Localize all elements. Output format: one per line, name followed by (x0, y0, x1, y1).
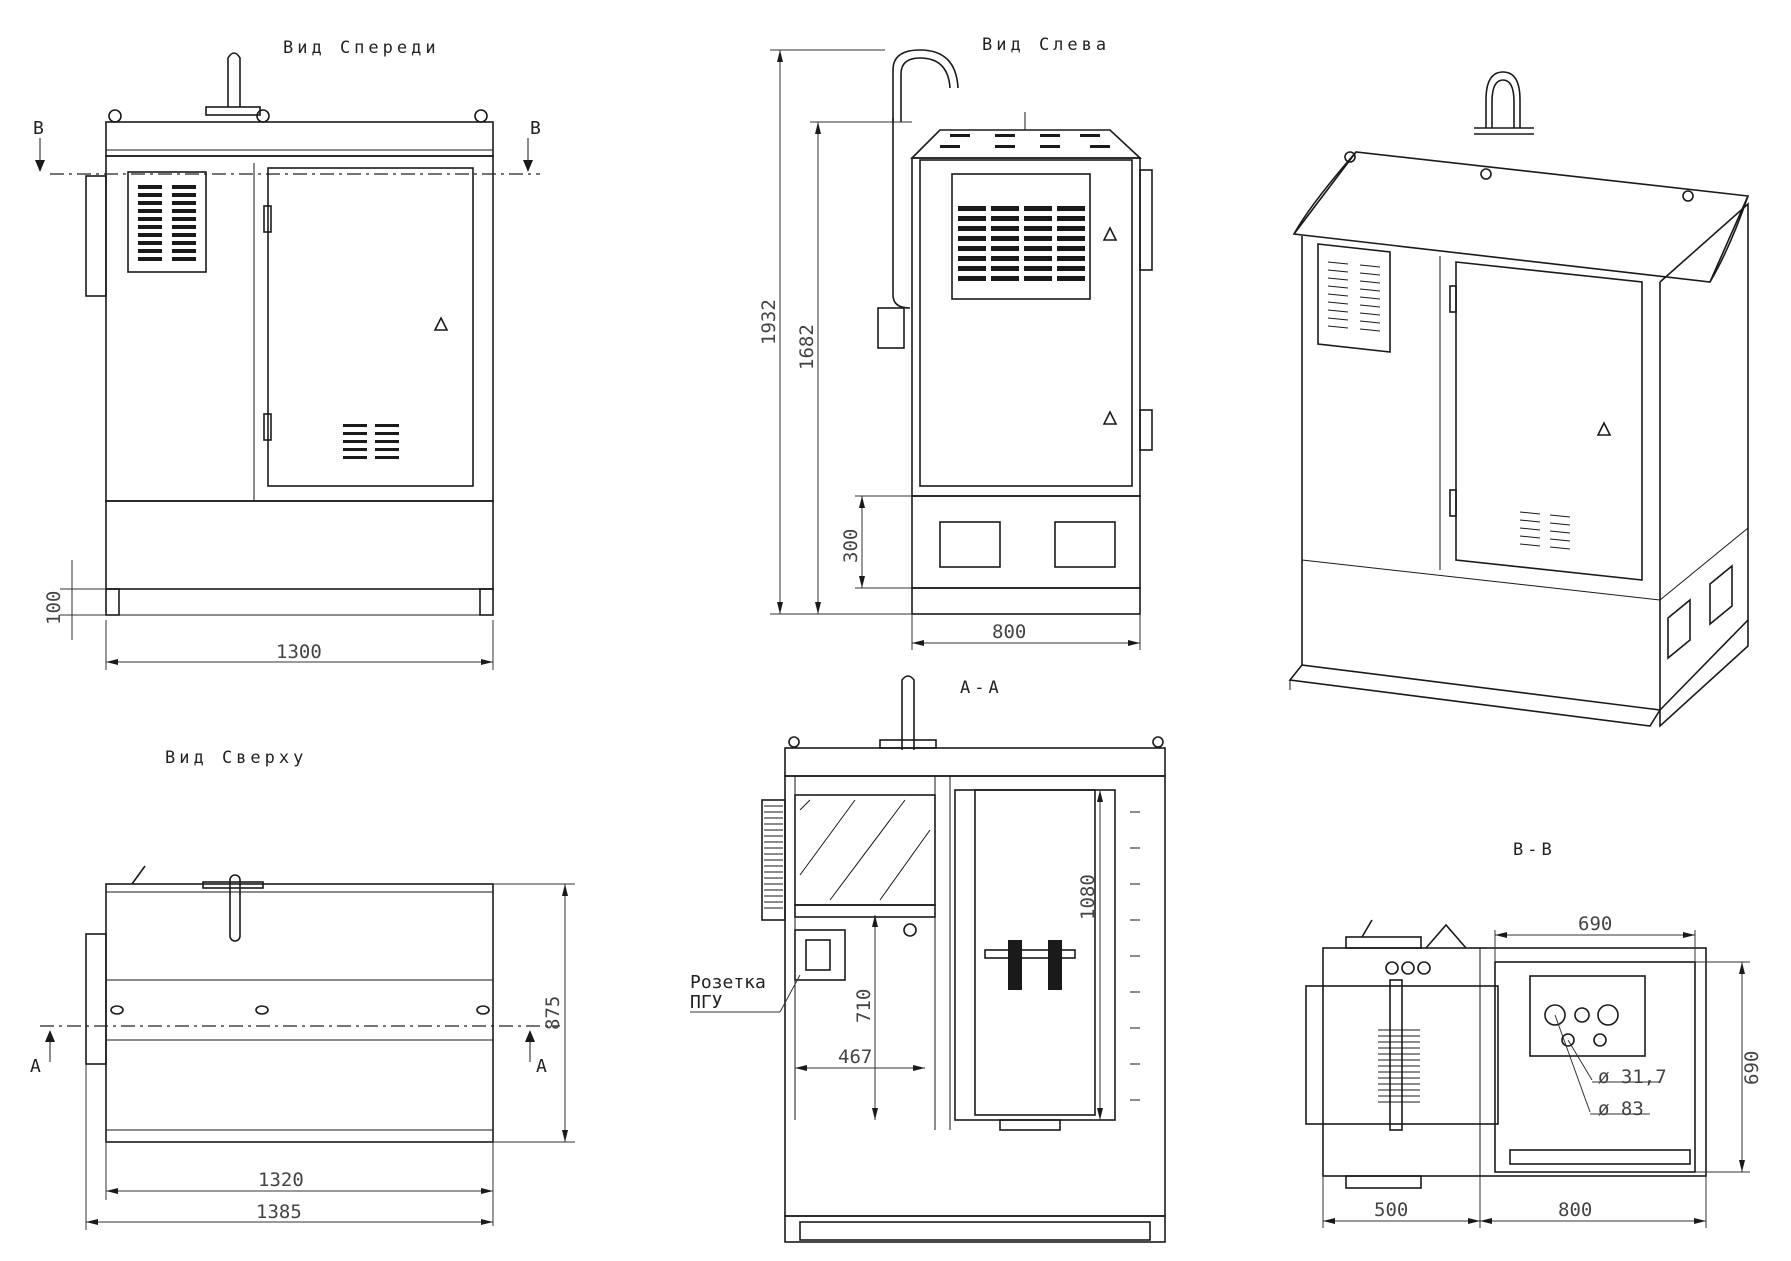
lifting-eye-icon (474, 109, 488, 123)
vent-grille-icon (958, 206, 1085, 281)
bb-top-dim: 690 (1578, 913, 1612, 935)
isometric-view (1288, 71, 1750, 728)
breaker-icon (1008, 940, 1022, 990)
hinge-icon (263, 205, 272, 233)
breaker-icon (1048, 940, 1062, 990)
lifting-eye-icon (1344, 151, 1356, 163)
section-aa-title: А-А (960, 678, 1003, 698)
left-width-dim: 800 (992, 621, 1026, 643)
front-view: Вид Спереди (33, 38, 541, 670)
aa-height1-dim: 1080 (1077, 874, 1099, 920)
front-width-dim: 1300 (276, 641, 322, 663)
lock-icon (1102, 410, 1118, 425)
hinge-icon (263, 413, 272, 441)
section-aa: А-А Розетка ПГУ (690, 675, 1166, 1243)
bolt-icon (476, 1005, 490, 1015)
lifting-eye-icon (1682, 190, 1694, 202)
hinge-icon (1449, 489, 1457, 517)
section-mark-right: А (536, 1056, 547, 1077)
aa-height2-dim: 710 (853, 989, 875, 1023)
vent-grille-icon (1378, 1029, 1420, 1103)
aa-width-dim: 467 (838, 1046, 872, 1068)
socket-callout-line1: Розетка (690, 972, 766, 993)
front-base-dim: 100 (43, 591, 65, 625)
roof-vents-icon (940, 134, 1110, 148)
bb-right-dim: 690 (1741, 1051, 1763, 1085)
hole1-label: ø 31,7 (1598, 1066, 1667, 1088)
lifting-eye-icon (108, 109, 122, 123)
top-view-title: Вид Сверху (165, 748, 307, 768)
left-plinth-dim: 300 (840, 529, 862, 563)
hinge-icon (1449, 285, 1457, 313)
front-view-title: Вид Спереди (283, 38, 440, 58)
lock-icon (433, 316, 449, 331)
heat-sink-icon (764, 805, 783, 909)
left-body-dim: 1682 (796, 324, 818, 370)
vent-grille-icon (1327, 261, 1381, 332)
hole2-label: ø 83 (1598, 1098, 1644, 1120)
bb-width1-dim: 500 (1374, 1199, 1408, 1221)
section-mark-left: А (30, 1056, 41, 1077)
section-bb: В-В ø 31,7 ø 83 690 690 (1305, 840, 1763, 1228)
vent-grille-icon (138, 185, 196, 261)
top-width2-dim: 1385 (256, 1201, 302, 1223)
section-mark-left: В (33, 118, 44, 139)
bolt-icon (255, 1005, 269, 1015)
section-bb-title: В-В (1513, 840, 1556, 860)
socket-pgu (794, 929, 846, 981)
lock-icon (1102, 226, 1118, 241)
door-vent-icon (1519, 511, 1571, 550)
bb-width2-dim: 800 (1558, 1199, 1592, 1221)
terminal-rail-icon (1130, 811, 1140, 1101)
top-depth-dim: 875 (542, 996, 564, 1030)
lifting-eye-icon (1480, 168, 1492, 180)
socket-callout-line2: ПГУ (690, 992, 723, 1013)
lifting-eye-icon (256, 109, 270, 123)
top-width1-dim: 1320 (258, 1169, 304, 1191)
section-mark-right: В (530, 118, 541, 139)
top-view: Вид Сверху А А 875 1320 1385 (30, 748, 575, 1230)
bolt-icon (110, 1005, 124, 1015)
left-view-title: Вид Слева (982, 35, 1110, 55)
lock-icon (1596, 421, 1612, 436)
left-total-dim: 1932 (758, 299, 780, 345)
door-vent-icon (343, 424, 399, 459)
left-view: Вид Слева (758, 35, 1153, 650)
